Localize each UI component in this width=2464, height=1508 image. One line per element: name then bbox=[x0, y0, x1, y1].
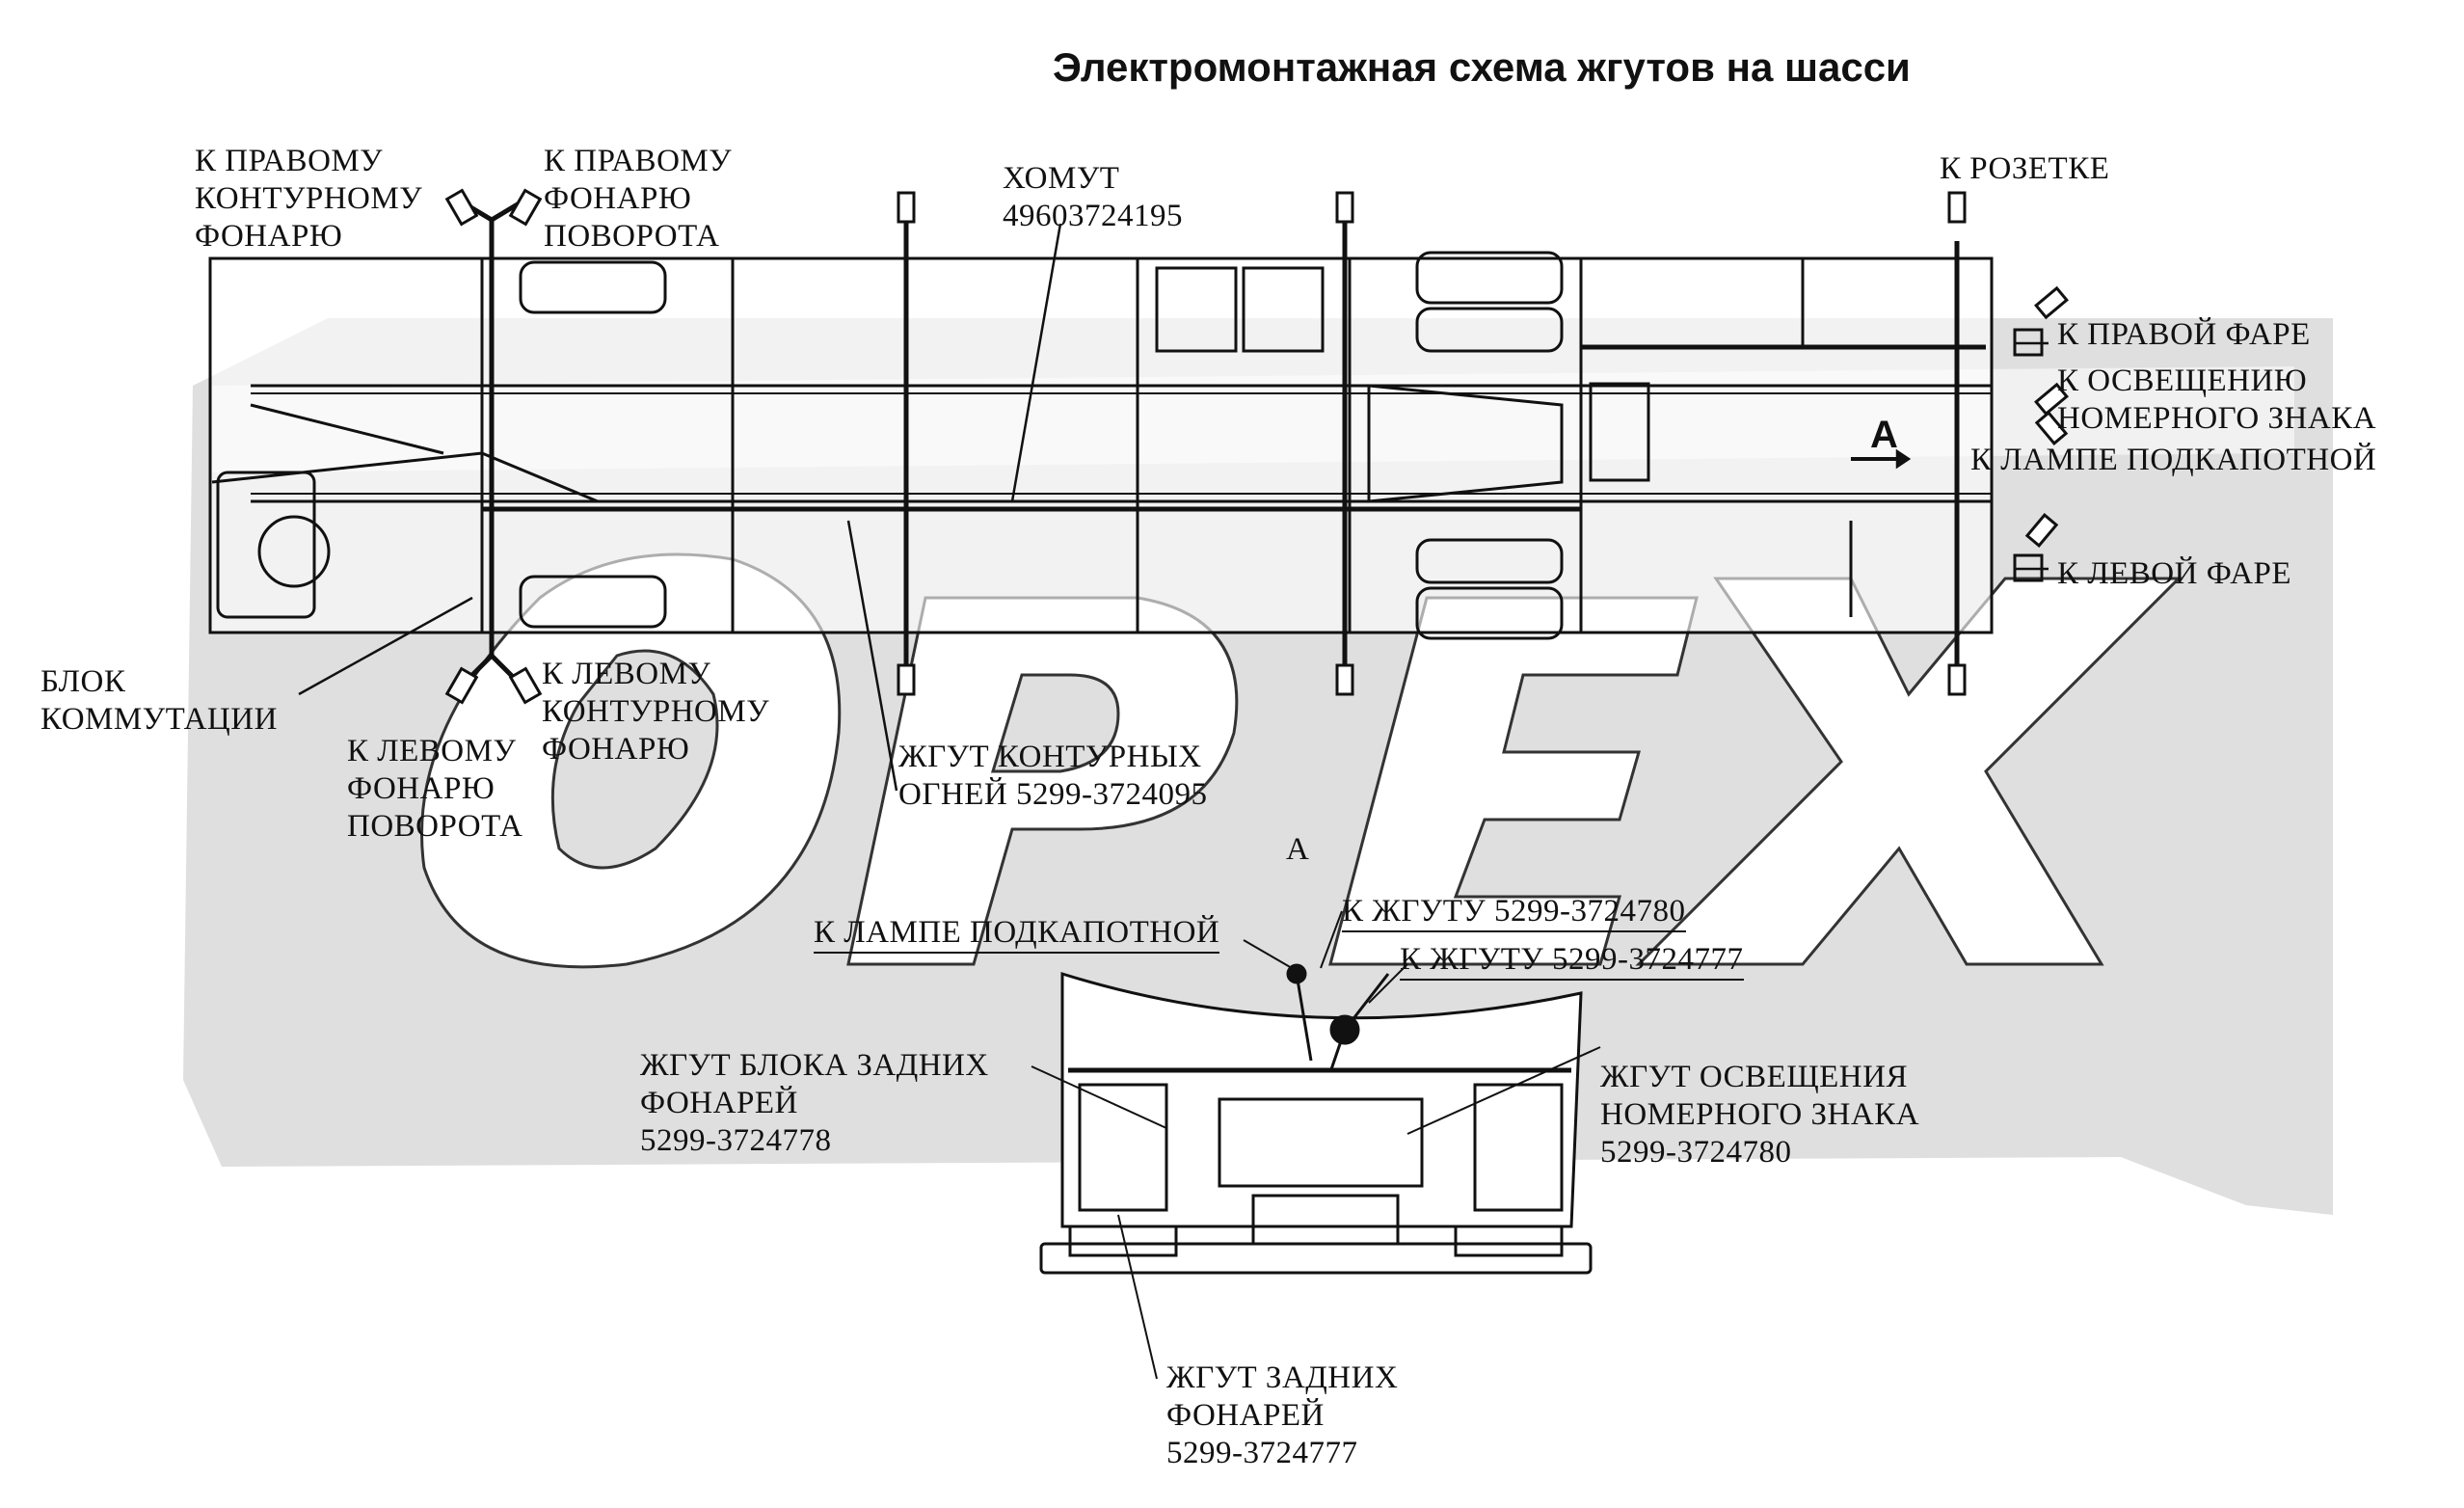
label-line: ФОНАРЮ bbox=[544, 181, 692, 216]
label-line: К ПРАВОМУ bbox=[195, 144, 384, 178]
label-to-plate-light: К ОСВЕЩЕНИЮ НОМЕРНОГО ЗНАКА bbox=[2057, 363, 2376, 438]
label-to-left-headlight: К ЛЕВОЙ ФАРЕ bbox=[2057, 556, 2292, 591]
label-line: К ЛЕВОМУ bbox=[347, 734, 517, 768]
label-view-a: А bbox=[1870, 414, 1899, 456]
label-line: ЖГУТ КОНТУРНЫХ bbox=[898, 740, 1202, 774]
diagram-title: Электромонтажная схема жгутов на шасси bbox=[1053, 44, 1911, 90]
harness-wires bbox=[461, 200, 1986, 694]
label-rear-block-harness: ЖГУТ БЛОКА ЗАДНИХ ФОНАРЕЙ 5299-3724778 bbox=[640, 1047, 989, 1160]
label-line: БЛОК bbox=[40, 664, 126, 699]
label-line: КОММУТАЦИИ bbox=[40, 702, 278, 737]
label-left-turn-lamp: К ЛЕВОМУ ФОНАРЮ ПОВОРОТА bbox=[347, 733, 522, 846]
label-line: ФОНАРЕЙ bbox=[1166, 1398, 1325, 1433]
leader-lines bbox=[298, 223, 2049, 792]
label-line: ФОНАРЮ bbox=[195, 219, 343, 254]
watermark-text bbox=[420, 552, 2183, 969]
label-line: ОГНЕЙ 5299-3724095 bbox=[898, 777, 1208, 812]
label-line: ЖГУТ ЗАДНИХ bbox=[1166, 1360, 1399, 1395]
label-line: 49603724195 bbox=[1003, 199, 1183, 233]
label-line: КОНТУРНОМУ bbox=[542, 694, 770, 729]
label-clamp: ХОМУТ 49603724195 bbox=[1003, 160, 1183, 235]
label-left-contour-lamp: К ЛЕВОМУ КОНТУРНОМУ ФОНАРЮ bbox=[542, 656, 769, 768]
label-to-socket: К РОЗЕТКЕ bbox=[1940, 151, 2110, 186]
label-line: ФОНАРЮ bbox=[542, 732, 690, 767]
connector-plugs bbox=[444, 188, 2069, 705]
label-line: ЖГУТ БЛОКА ЗАДНИХ bbox=[640, 1048, 989, 1083]
label-line: ФОНАРЕЙ bbox=[640, 1086, 798, 1120]
label-line: НОМЕРНОГО ЗНАКА bbox=[2057, 401, 2377, 436]
label-switch-block: БЛОК КОММУТАЦИИ bbox=[40, 663, 278, 739]
label-right-turn-lamp: К ПРАВОМУ ФОНАРЮ ПОВОРОТА bbox=[544, 143, 732, 256]
label-line: НОМЕРНОГО ЗНАКА bbox=[1600, 1097, 1920, 1132]
label-line: К ПРАВОМУ bbox=[544, 144, 733, 178]
label-line: ПОВОРОТА bbox=[544, 219, 720, 254]
label-to-harness-780: К ЖГУТУ 5299-3724780 bbox=[1342, 893, 1686, 932]
label-line: 5299-3724778 bbox=[640, 1123, 832, 1158]
label-to-hood-lamp: К ЛАМПЕ ПОДКАПОТНОЙ bbox=[1970, 443, 2377, 477]
chassis-frame bbox=[208, 251, 2044, 640]
label-view-a-caption: А bbox=[1286, 832, 1310, 867]
label-contour-harness: ЖГУТ КОНТУРНЫХ ОГНЕЙ 5299-3724095 bbox=[898, 739, 1207, 814]
label-rear-lamps-harness: ЖГУТ ЗАДНИХ ФОНАРЕЙ 5299-3724777 bbox=[1166, 1360, 1398, 1472]
label-line: КОНТУРНОМУ bbox=[195, 181, 423, 216]
label-right-contour-lamp: К ПРАВОМУ КОНТУРНОМУ ФОНАРЮ bbox=[195, 143, 422, 256]
rear-panel-detail bbox=[1031, 910, 1601, 1380]
label-line: ХОМУТ bbox=[1003, 161, 1120, 196]
label-line: 5299-3724777 bbox=[1166, 1436, 1358, 1470]
label-to-right-headlight: К ПРАВОЙ ФАРЕ bbox=[2057, 317, 2311, 352]
label-to-harness-777: К ЖГУТУ 5299-3724777 bbox=[1400, 941, 1744, 981]
label-detail-hood-lamp: К ЛАМПЕ ПОДКАПОТНОЙ bbox=[814, 914, 1220, 954]
label-line: ПОВОРОТА bbox=[347, 809, 523, 844]
label-plate-light-harness: ЖГУТ ОСВЕЩЕНИЯ НОМЕРНОГО ЗНАКА 5299-3724… bbox=[1600, 1059, 1919, 1171]
label-line: К ЛЕВОМУ bbox=[542, 657, 711, 691]
label-line: К ОСВЕЩЕНИЮ bbox=[2057, 364, 2308, 398]
label-line: 5299-3724780 bbox=[1600, 1135, 1792, 1170]
label-line: ЖГУТ ОСВЕЩЕНИЯ bbox=[1600, 1060, 1908, 1094]
label-line: ФОНАРЮ bbox=[347, 771, 495, 806]
